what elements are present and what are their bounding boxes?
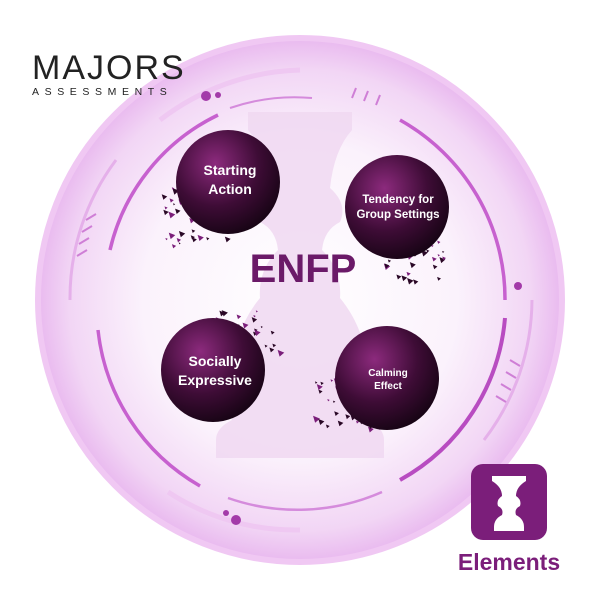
shard xyxy=(332,400,336,403)
shard xyxy=(260,325,263,329)
shard xyxy=(272,343,277,348)
ring-tick-marks xyxy=(76,87,521,403)
shard xyxy=(221,310,228,317)
shard xyxy=(442,256,446,261)
shard xyxy=(191,229,196,234)
shard xyxy=(242,322,249,329)
shard xyxy=(409,262,416,269)
badge-label: Elements xyxy=(458,549,560,575)
node-label-line1: Calming xyxy=(368,368,407,379)
shard xyxy=(442,250,445,254)
shard xyxy=(176,238,182,243)
shard xyxy=(318,418,325,426)
shard xyxy=(191,237,197,243)
shard xyxy=(164,206,168,210)
shard xyxy=(337,420,344,427)
shard xyxy=(426,249,430,253)
shard xyxy=(439,257,446,264)
shard xyxy=(396,274,402,280)
shard xyxy=(173,203,176,206)
node-label-line1: Tendency for xyxy=(362,194,434,206)
shard xyxy=(368,426,374,433)
shard xyxy=(161,194,168,200)
shard xyxy=(171,187,175,190)
shard xyxy=(413,279,419,285)
majors-logo: MAJORS ASSESSMENTS xyxy=(32,49,186,98)
shard xyxy=(206,237,210,241)
shard xyxy=(163,209,169,216)
shard xyxy=(384,263,390,269)
shard xyxy=(270,330,275,335)
shard xyxy=(432,256,437,262)
shard xyxy=(316,384,323,391)
shard xyxy=(318,389,323,394)
node-tendency-for-group-settings: Tendency for Group Settings xyxy=(345,155,449,259)
shard xyxy=(432,264,438,270)
shard xyxy=(401,275,408,282)
chess-pawn-faces-icon xyxy=(492,476,526,531)
shard xyxy=(264,344,268,348)
node-label-line2: Expressive xyxy=(178,372,252,388)
shard xyxy=(277,349,285,357)
shard xyxy=(175,208,181,215)
shard xyxy=(168,232,176,240)
node-label-line1: Starting xyxy=(204,162,257,178)
shard xyxy=(224,236,231,243)
shard xyxy=(254,329,261,337)
shard xyxy=(253,331,258,336)
shard xyxy=(320,381,324,386)
shard xyxy=(345,414,351,420)
shard xyxy=(190,235,195,240)
shard xyxy=(219,310,226,317)
shard xyxy=(437,254,441,257)
shard xyxy=(253,314,256,318)
shard xyxy=(197,234,204,242)
shard xyxy=(251,317,258,323)
node-socially-expressive: Socially Expressive xyxy=(161,318,265,422)
shard xyxy=(189,218,195,224)
ring-dots xyxy=(201,91,522,525)
shard xyxy=(437,276,441,281)
shard xyxy=(330,379,334,382)
shard xyxy=(334,411,339,416)
shard xyxy=(171,244,177,249)
shard xyxy=(437,240,441,244)
shard xyxy=(236,314,242,320)
shard xyxy=(313,415,320,423)
shard xyxy=(387,259,392,263)
node-label-line1: Socially xyxy=(189,353,242,369)
shard xyxy=(406,271,411,277)
node-label-line2: Effect xyxy=(374,381,402,392)
shard xyxy=(178,230,186,238)
shard xyxy=(269,347,275,353)
shard xyxy=(165,237,168,241)
logo-sub-text: ASSESSMENTS xyxy=(32,86,172,98)
center-type-code: ENFP xyxy=(250,247,357,291)
outer-ring xyxy=(35,35,565,565)
shard xyxy=(172,188,180,195)
elements-badge: Elements xyxy=(458,464,560,575)
shard xyxy=(407,278,414,285)
node-label-line2: Group Settings xyxy=(356,209,439,221)
node-label-line2: Action xyxy=(208,181,252,197)
node-starting-action: Starting Action xyxy=(176,130,280,234)
shard xyxy=(168,211,176,219)
node-calming-effect: Calming Effect xyxy=(335,326,439,430)
shard xyxy=(356,420,360,424)
shard xyxy=(327,399,330,402)
shard xyxy=(255,310,258,313)
shard xyxy=(314,381,318,384)
logo-main-text: MAJORS xyxy=(32,49,186,87)
shard xyxy=(178,242,181,245)
shard xyxy=(325,424,330,429)
shard xyxy=(169,198,174,203)
